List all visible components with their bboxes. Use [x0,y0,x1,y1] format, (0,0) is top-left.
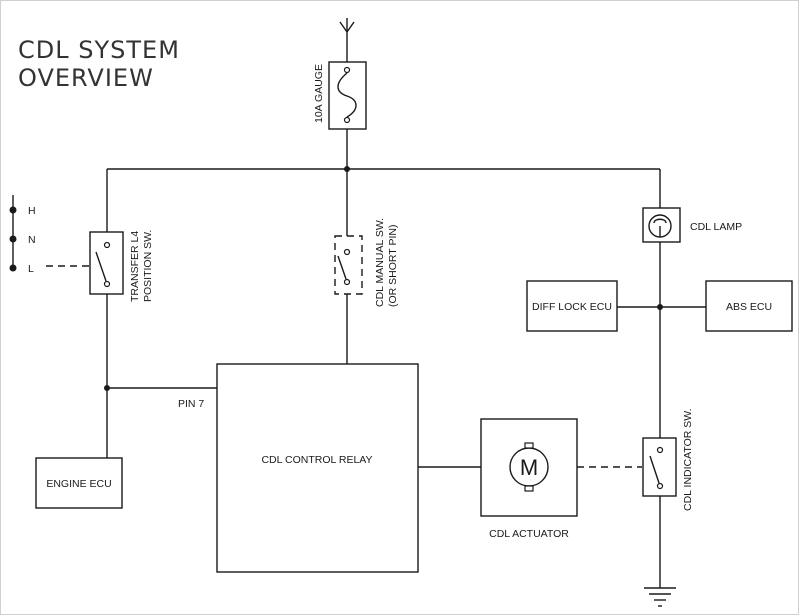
cdl-lamp [642,207,681,243]
manual-switch [334,235,363,295]
fuse-label: 10A GAUGE [313,64,325,123]
lamp-label: CDL LAMP [690,221,742,233]
motor-letter: M [520,455,538,480]
diff-lock-ecu-label: DIFF LOCK ECU [532,301,612,313]
selector-label-n: N [28,234,36,246]
diagram-title-line2: OVERVIEW [18,64,154,92]
pin7-label: PIN 7 [178,398,204,410]
ground-symbol [644,587,676,607]
engine-ecu-label: ENGINE ECU [46,478,111,490]
indicator-switch [642,437,677,497]
abs-ecu-label: ABS ECU [726,301,772,313]
control-relay-box [216,363,419,573]
selector-label-h: H [28,205,36,217]
manual-switch-label-1: CDL MANUAL SW. [374,218,386,307]
manual-switch-label-2: (OR SHORT PIN) [387,225,399,307]
abs-ecu-box [705,280,793,332]
diff-lock-ecu-box [526,280,618,332]
selector-label-l: L [28,263,34,275]
engine-ecu-box [35,457,123,509]
transfer-switch-label-2: POSITION SW. [142,230,154,302]
transfer-switch-label-1: TRANSFER L4 [129,231,141,302]
control-relay-label: CDL CONTROL RELAY [261,454,372,466]
motor-symbol [509,442,549,492]
diagram-title-line1: CDL SYSTEM [18,36,180,64]
actuator-label: CDL ACTUATOR [489,528,569,540]
indicator-switch-label: CDL INDICATOR SW. [682,409,694,511]
transfer-switch [89,231,124,295]
power-input-symbol [339,18,355,62]
hnl-selector [9,195,17,272]
fuse-10a [328,61,367,130]
